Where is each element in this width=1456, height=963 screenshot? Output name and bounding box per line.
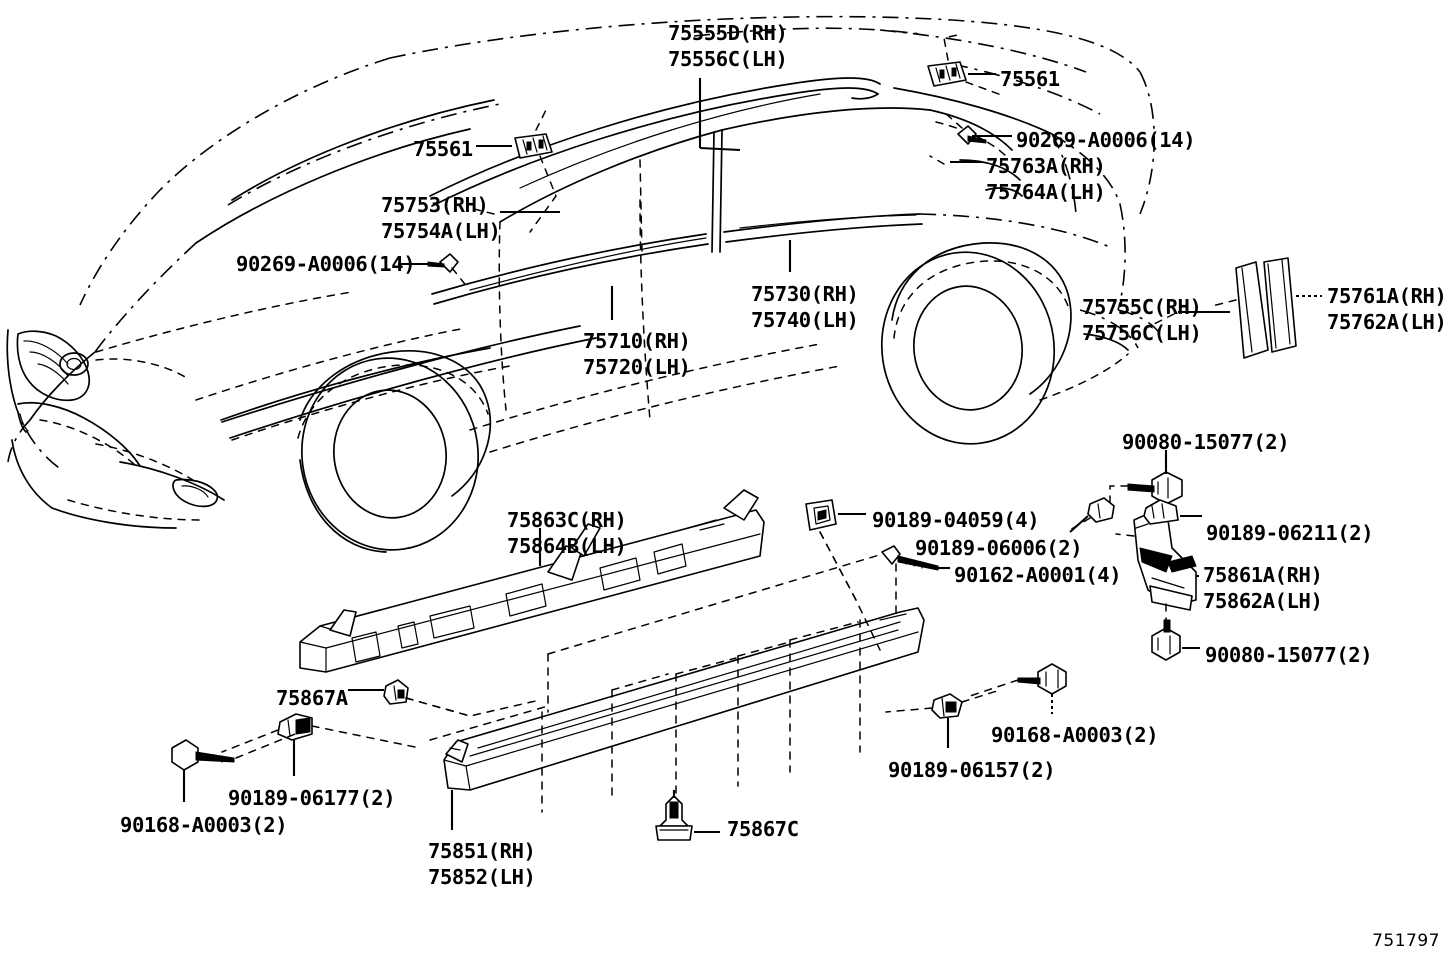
part-label-quarter-window-moulding: 75763A(RH)75764A(LH) bbox=[986, 153, 1106, 205]
part-icon-90269-lower bbox=[398, 253, 469, 289]
part-number: 90189-04059(4) bbox=[872, 508, 1040, 532]
part-icon-90080-upper bbox=[1109, 450, 1183, 521]
part-number: 90080-15077(2) bbox=[1122, 430, 1290, 454]
part-rocker-bracket bbox=[1115, 511, 1200, 649]
part-icon-75561-front bbox=[476, 109, 557, 233]
leader-75753 bbox=[469, 207, 560, 215]
part-number: 75761A(RH) bbox=[1327, 284, 1447, 308]
part-label-push-clip-upper: 75867A bbox=[276, 686, 348, 711]
part-number: 90168-A0003(2) bbox=[120, 813, 288, 837]
part-label-clip-retainer-rear: 90168-A0003(2) bbox=[991, 723, 1159, 748]
part-number: 90189-06177(2) bbox=[228, 786, 396, 810]
part-label-tapping-screw: 90162-A0001(4) bbox=[954, 563, 1122, 588]
part-label-front-door-belt-moulding: 75710(RH)75720(LH) bbox=[583, 328, 691, 380]
part-number: 75740(LH) bbox=[751, 308, 859, 332]
part-label-center-pillar-garnish: 75761A(RH)75762A(LH) bbox=[1327, 283, 1447, 335]
part-label-bolt-with-washer-upper: 90080-15077(2) bbox=[1122, 430, 1290, 455]
part-label-rocker-panel-moulding-bracket: 75861A(RH)75862A(LH) bbox=[1203, 562, 1323, 614]
part-label-clip-retainer-front: 90168-A0003(2) bbox=[120, 813, 288, 838]
part-number: 75756C(LH) bbox=[1082, 321, 1202, 345]
part-number: 75861A(RH) bbox=[1203, 563, 1323, 587]
part-icon-75867A bbox=[348, 679, 541, 717]
part-label-front-door-window-frame-moulding: 75753(RH)75754A(LH) bbox=[381, 192, 501, 244]
part-number: 75864B(LH) bbox=[507, 534, 627, 558]
part-label-screw-grommet-lower: 90269-A0006(14) bbox=[236, 252, 416, 277]
part-icon-90189-06211 bbox=[1143, 499, 1202, 525]
part-icon-90168-front bbox=[171, 731, 301, 802]
part-label-roof-moulding-clip-rear: 75561 bbox=[1000, 67, 1060, 92]
part-number: 75863C(RH) bbox=[507, 508, 627, 532]
part-number: 75754A(LH) bbox=[381, 219, 501, 243]
part-number: 75763A(RH) bbox=[986, 154, 1106, 178]
part-label-screw-grommet-front: 90269-A0006(14) bbox=[1016, 128, 1196, 153]
part-label-clip-type-06177: 90189-06177(2) bbox=[228, 786, 396, 811]
part-label-bolt-with-washer-lower: 90080-15077(2) bbox=[1205, 643, 1373, 668]
leader-75555D bbox=[698, 78, 741, 152]
part-icon-90162 bbox=[881, 545, 950, 571]
part-label-roof-moulding-clip-front: 75561 bbox=[413, 137, 473, 162]
part-number: 75561 bbox=[1000, 67, 1060, 91]
part-center-pillar-garnish bbox=[1211, 257, 1322, 359]
part-number: 75561 bbox=[413, 137, 473, 161]
part-label-quarter-panel-moulding: 75755C(RH)75756C(LH) bbox=[1082, 294, 1202, 346]
part-number: 75852(LH) bbox=[428, 865, 536, 889]
part-icon-75867C bbox=[655, 790, 720, 841]
part-number: 75867A bbox=[276, 686, 348, 710]
part-number: 75764A(LH) bbox=[986, 180, 1106, 204]
part-icon-75561-rear bbox=[927, 33, 1005, 97]
part-label-clip-square-type: 90189-04059(4) bbox=[872, 508, 1040, 533]
part-number: 75730(RH) bbox=[751, 282, 859, 306]
part-number: 75862A(LH) bbox=[1203, 589, 1323, 613]
part-label-push-clip-lower: 75867C bbox=[727, 817, 799, 842]
part-number: 90162-A0001(4) bbox=[954, 563, 1122, 587]
part-number: 75867C bbox=[727, 817, 799, 841]
part-number: 75555D(RH) bbox=[668, 21, 788, 45]
part-number: 75556C(LH) bbox=[668, 47, 788, 71]
part-icon-90189-06006 bbox=[1069, 497, 1115, 533]
part-number: 75753(RH) bbox=[381, 193, 489, 217]
part-label-clip-round-type: 90189-06006(2) bbox=[915, 536, 1083, 561]
part-number: 90168-A0003(2) bbox=[991, 723, 1159, 747]
part-number: 75851(RH) bbox=[428, 839, 536, 863]
part-icon-90269-upper bbox=[943, 111, 1012, 145]
part-number: 75710(RH) bbox=[583, 329, 691, 353]
leader-75755C bbox=[1149, 310, 1230, 327]
part-number: 90189-06211(2) bbox=[1206, 521, 1374, 545]
part-label-rocker-moulding-bracket-clip: 90189-06211(2) bbox=[1206, 521, 1374, 546]
part-label-roof-drip-side-finish-moulding: 75555D(RH)75556C(LH) bbox=[668, 20, 788, 72]
diagram-id: 751797 bbox=[1372, 931, 1440, 951]
part-number: 75762A(LH) bbox=[1327, 310, 1447, 334]
part-label-clip-type-06157: 90189-06157(2) bbox=[888, 758, 1056, 783]
part-rocker-retainer bbox=[299, 489, 765, 673]
part-rocker-moulding bbox=[429, 549, 925, 813]
part-icon-90189-06177 bbox=[221, 713, 421, 776]
car-illustration bbox=[6, 15, 1161, 553]
part-label-rear-door-belt-moulding: 75730(RH)75740(LH) bbox=[751, 281, 859, 333]
part-icon-90189-04059 bbox=[805, 499, 881, 651]
part-icon-90168-rear bbox=[969, 663, 1067, 714]
part-number: 90269-A0006(14) bbox=[236, 252, 416, 276]
part-label-rocker-panel-moulding: 75851(RH)75852(LH) bbox=[428, 838, 536, 890]
part-number: 90189-06157(2) bbox=[888, 758, 1056, 782]
part-label-rocker-panel-retainer: 75863C(RH)75864B(LH) bbox=[507, 507, 627, 559]
part-icon-90080-lower bbox=[1151, 619, 1200, 661]
leader-75763A bbox=[929, 155, 982, 165]
part-number: 90189-06006(2) bbox=[915, 536, 1083, 560]
part-number: 90080-15077(2) bbox=[1205, 643, 1373, 667]
part-number: 75755C(RH) bbox=[1082, 295, 1202, 319]
part-icon-90189-06157 bbox=[885, 689, 1001, 748]
part-number: 75720(LH) bbox=[583, 355, 691, 379]
part-number: 90269-A0006(14) bbox=[1016, 128, 1196, 152]
